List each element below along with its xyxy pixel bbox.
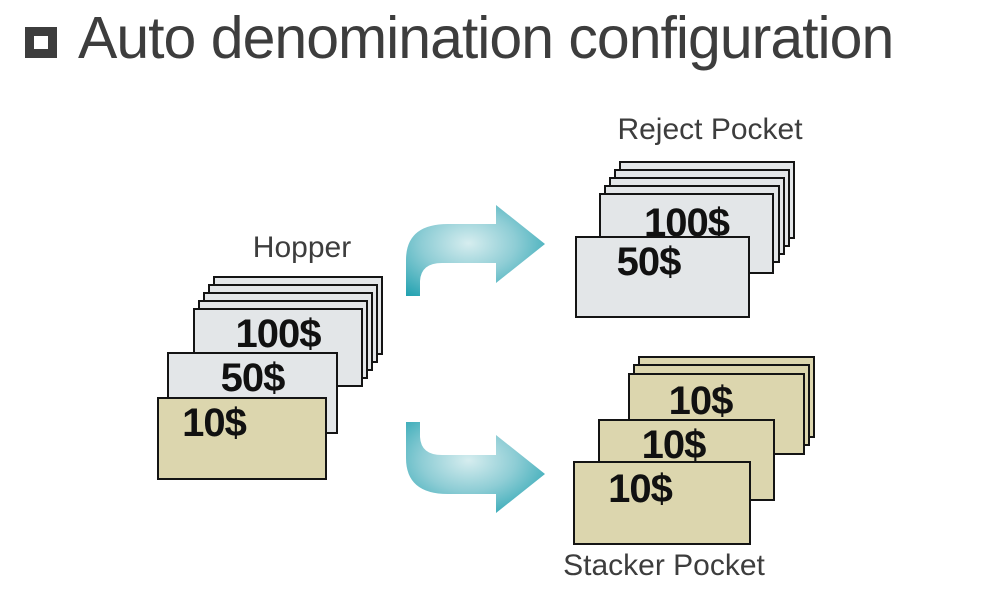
bill-10: 10$ xyxy=(573,461,751,545)
reject-pocket-label: Reject Pocket xyxy=(617,113,803,146)
bill-value: 100$ xyxy=(235,312,322,356)
bill-value: 10$ xyxy=(182,401,247,445)
curved-arrow-to-stacker-icon xyxy=(406,422,545,513)
bill-value: 50$ xyxy=(616,240,682,284)
page-title: Auto denomination configuration xyxy=(78,5,894,71)
bill-value: 10$ xyxy=(668,379,734,423)
bill-value: 10$ xyxy=(641,423,707,467)
bill-value: 50$ xyxy=(220,356,286,400)
bill-50: 50$ xyxy=(575,236,750,318)
bill-10: 10$ xyxy=(157,397,327,480)
bill-value: 10$ xyxy=(608,467,673,511)
stacker-pocket-label: Stacker Pocket xyxy=(563,549,765,582)
hopper-label: Hopper xyxy=(252,231,352,264)
square-bullet-icon xyxy=(25,27,57,58)
